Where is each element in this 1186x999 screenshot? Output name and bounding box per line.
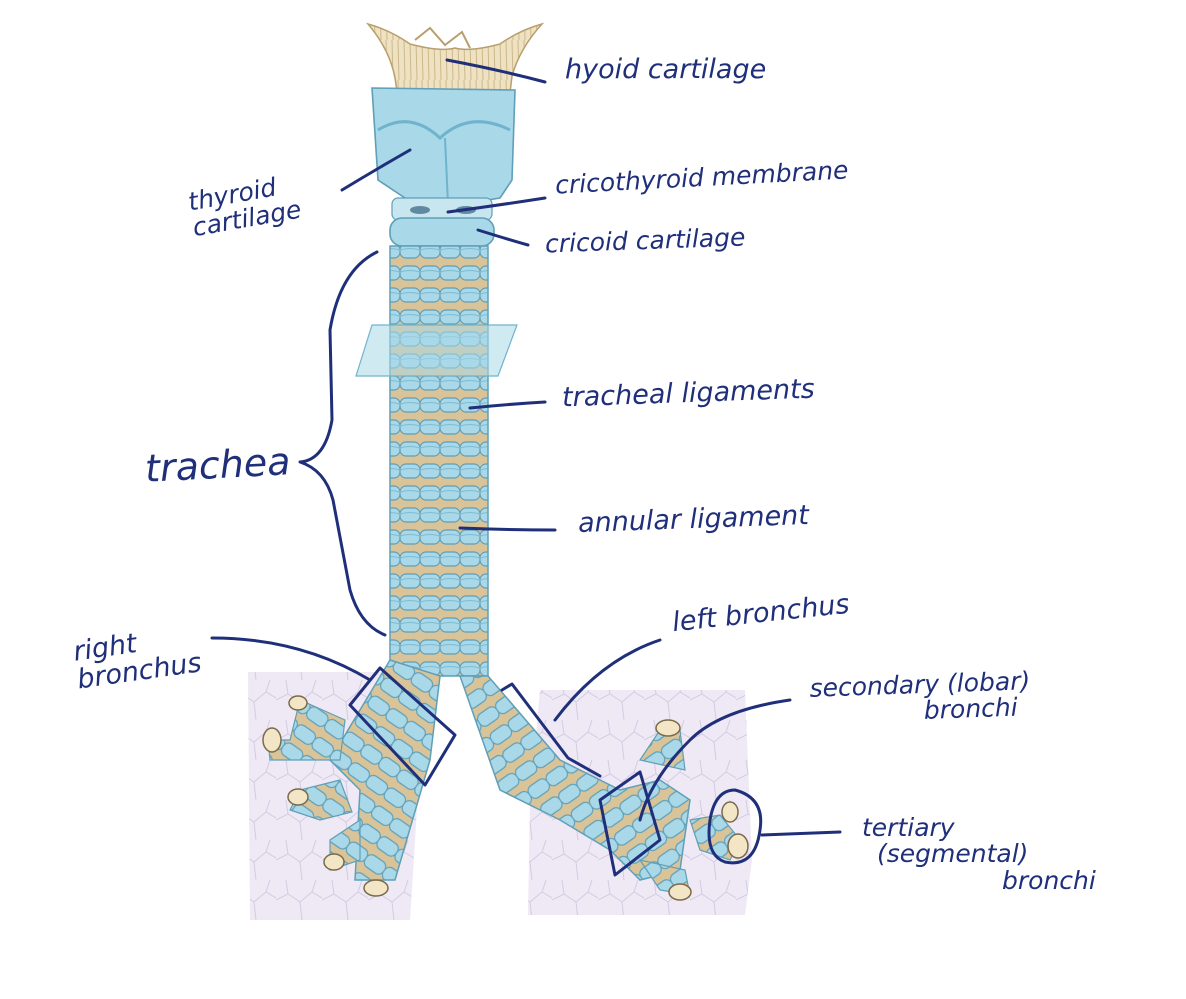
tertiary-bronchi-label-line1: tertiary <box>862 813 955 842</box>
right-bronchus-box <box>348 666 457 787</box>
thyroid-leader <box>340 148 412 192</box>
cricoid-cartilage-shape <box>389 217 495 247</box>
hyoid-label: hyoid cartilage <box>565 54 767 85</box>
trachea-tube <box>389 245 489 677</box>
right-bronchus-leader <box>210 636 372 682</box>
tertiary-bronchi-label: tertiary (segmental) bronchi <box>862 813 1096 895</box>
secondary-leader <box>638 698 792 822</box>
secondary-bronchi-label-line2: bronchi <box>923 692 1019 726</box>
tertiary-bronchi-label-line3: bronchi <box>1002 865 1096 895</box>
annular-leader <box>458 526 557 532</box>
cricothyroid-leader <box>446 196 547 214</box>
secondary-box <box>598 770 662 877</box>
annotation-lines <box>210 58 842 877</box>
trachea-bracket <box>298 250 387 637</box>
tertiary-circle <box>707 788 763 865</box>
section-plane <box>355 324 518 377</box>
left-bronchus-leader <box>553 638 662 722</box>
hyoid-leader <box>445 58 547 84</box>
tertiary-leader <box>760 830 842 837</box>
cricoid-leader <box>476 228 530 247</box>
left-bronchus-tube <box>458 675 749 901</box>
tertiary-bronchi-label-line2: (segmental) <box>877 839 1029 869</box>
thyroid-cartilage-shape <box>371 87 516 207</box>
secondary-bronchi-label: secondary (lobar) bronchi <box>809 666 1031 728</box>
tracheal-ligaments-leader <box>468 400 547 410</box>
left-bronchus-bracket <box>500 682 602 778</box>
trachea-label: trachea <box>143 439 292 491</box>
